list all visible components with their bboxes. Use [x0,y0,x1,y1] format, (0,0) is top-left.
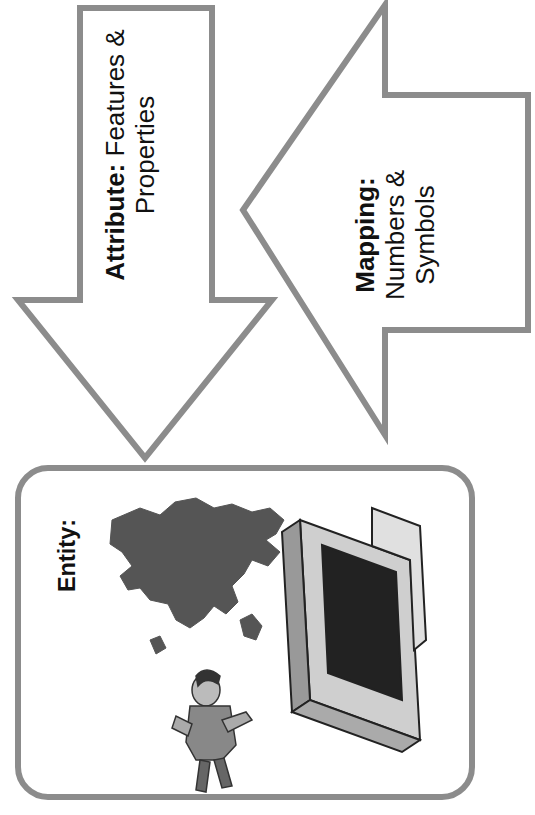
node-body: Numbers & Symbols [380,125,440,345]
entity-box-outline [15,465,475,800]
attribute-arrow-outline [15,0,277,462]
entity-box-text: Entity: [54,455,81,655]
node-heading: Entity: [54,518,80,591]
person-illustration [172,670,252,792]
entity-box: Entity: [15,465,475,800]
laptop-illustration [282,508,426,752]
attribute-arrow-text: Attribute: Features & Properties [100,20,160,290]
map-illustration [110,498,284,654]
node-heading: Attribute: [100,164,130,281]
mapping-arrow: Mapping:Numbers & Symbols [238,0,535,440]
node-heading: Mapping: [350,125,380,345]
mapping-arrow-text: Mapping:Numbers & Symbols [350,125,440,345]
attribute-arrow: Attribute: Features & Properties [15,0,277,462]
